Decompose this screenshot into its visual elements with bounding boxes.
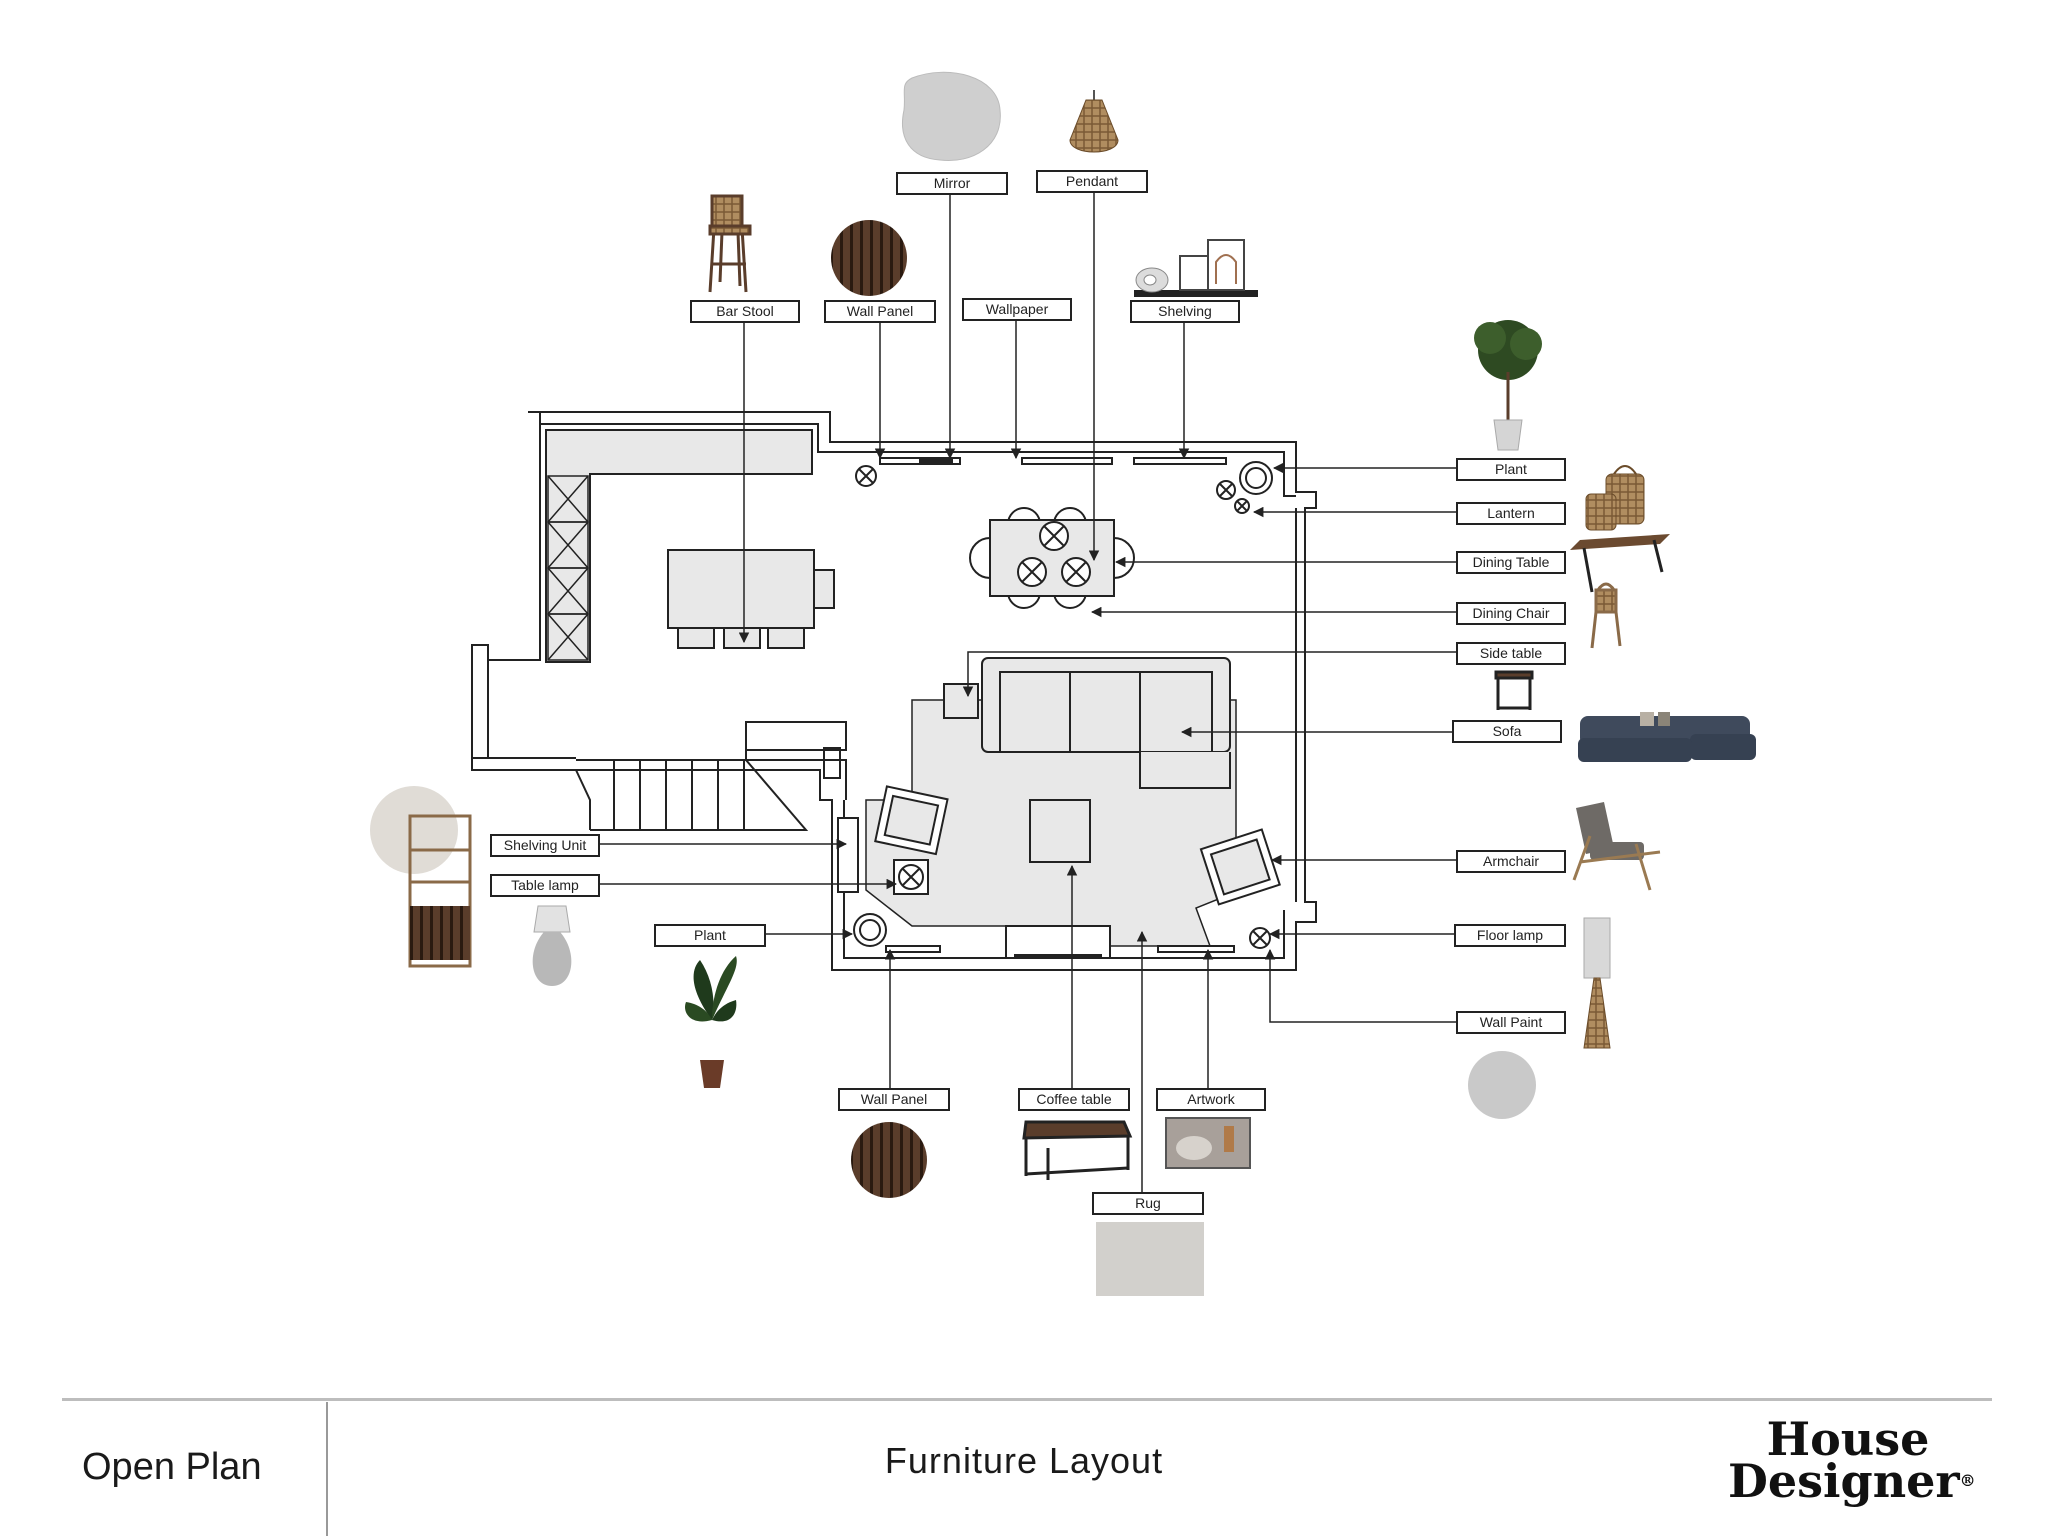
label-lantern: Lantern: [1456, 502, 1566, 525]
brand-logo: House Designer®: [1728, 1412, 1976, 1504]
leader-lines: [598, 190, 1456, 1196]
label-shelving-unit: Shelving Unit: [490, 834, 600, 857]
label-wall-panel-top: Wall Panel: [824, 300, 936, 323]
label-coffee-table: Coffee table: [1018, 1088, 1130, 1111]
table-lamp-plan: [893, 859, 929, 895]
plant-image-right: [1474, 320, 1542, 451]
table-lamp-image: [532, 905, 572, 986]
coffee-table-image: [1022, 1120, 1133, 1180]
kitchen-island: [667, 549, 835, 649]
floor-lamp-plan: [1249, 927, 1271, 949]
brand-line-2-text: Designer: [1728, 1454, 1960, 1508]
footer-divider: [326, 1402, 328, 1536]
brand-line-1: House: [1766, 1412, 1930, 1466]
sofa-plan: [981, 657, 1231, 789]
footer-rule: [62, 1398, 1992, 1401]
label-wall-paint: Wall Paint: [1456, 1011, 1566, 1034]
top-wall-features: [879, 457, 1227, 465]
rug-swatch: [1096, 1222, 1204, 1296]
page-title: Furniture Layout: [884, 1440, 1164, 1481]
wall-paint-swatch: [1468, 1051, 1536, 1119]
label-dining-table: Dining Table: [1456, 551, 1566, 574]
label-plant-right: Plant: [1456, 458, 1566, 481]
label-sofa: Sofa: [1452, 720, 1562, 743]
shelving-image: [1134, 239, 1258, 297]
room-name: Open Plan: [82, 1446, 262, 1488]
light-dining-1: [1039, 521, 1069, 551]
label-artwork: Artwork: [1156, 1088, 1266, 1111]
armchair-right-plan: [1199, 828, 1281, 906]
kitchen-counter: [545, 429, 813, 663]
bar-stool-image: [708, 194, 752, 293]
label-floor-lamp: Floor lamp: [1454, 924, 1566, 947]
label-dining-chair: Dining Chair: [1456, 602, 1566, 625]
floor-lamp-image: [1583, 917, 1611, 1049]
lantern-1: [1216, 480, 1236, 500]
label-mirror: Mirror: [896, 172, 1008, 195]
side-table-plan: [943, 683, 979, 719]
brand-line-2: Designer®: [1728, 1458, 1976, 1504]
label-side-table: Side table: [1456, 642, 1566, 665]
shelving-unit-plan: [837, 817, 859, 893]
label-rug: Rug: [1092, 1192, 1204, 1215]
plant-image-left: [685, 956, 737, 1088]
label-table-lamp: Table lamp: [490, 874, 600, 897]
brand-registered-mark: ®: [1959, 1471, 1976, 1490]
light-dining-3: [1061, 557, 1091, 587]
pendant-image: [1069, 90, 1119, 153]
wall-panel-swatch-bottom: [851, 1122, 927, 1198]
coffee-table-plan: [1029, 799, 1091, 863]
label-wallpaper: Wallpaper: [962, 298, 1072, 321]
label-shelving: Shelving: [1130, 300, 1240, 323]
lantern-image: [1585, 465, 1645, 531]
armchair-image: [1572, 802, 1661, 891]
staircase: [575, 721, 847, 831]
label-pendant: Pendant: [1036, 170, 1148, 193]
shelving-unit-image: [370, 786, 472, 968]
side-table-image: [1494, 670, 1534, 710]
tv-unit-plan: [1005, 925, 1111, 959]
dining-chair-image: [1590, 582, 1622, 649]
wall-panel-swatch-top: [831, 220, 907, 296]
label-bar-stool: Bar Stool: [690, 300, 800, 323]
lantern-2: [1234, 498, 1250, 514]
light-kitchen: [855, 465, 877, 487]
label-armchair: Armchair: [1456, 850, 1566, 873]
label-plant-left: Plant: [654, 924, 766, 947]
dining-table-image: [1570, 534, 1670, 593]
mirror-image: [902, 71, 1001, 162]
label-wall-panel-bottom: Wall Panel: [838, 1088, 950, 1111]
armchair-left-plan: [874, 785, 949, 856]
sofa-image: [1578, 712, 1756, 762]
plant-symbols: [853, 461, 1273, 947]
light-dining-2: [1017, 557, 1047, 587]
artwork-image: [1165, 1117, 1251, 1169]
